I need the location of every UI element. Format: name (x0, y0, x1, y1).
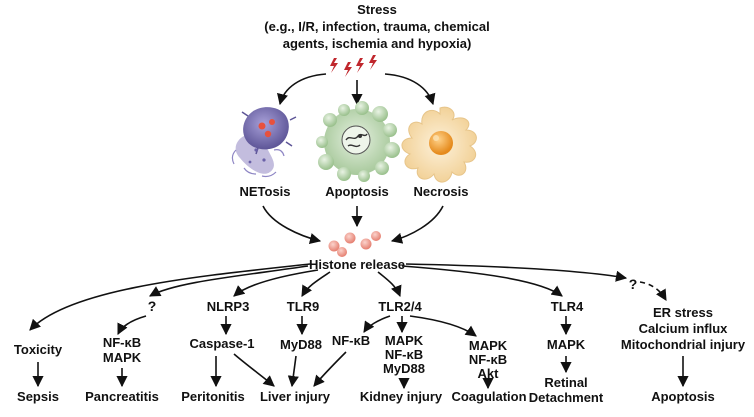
kidney-mediator-1: MAPK (385, 333, 424, 348)
apoptosis-cell-icon (316, 101, 400, 182)
pancreatitis-mediator-2: MAPK (103, 350, 142, 365)
arrow-histone-toxicity (29, 263, 311, 331)
tlr24-label: TLR2/4 (378, 299, 422, 314)
necrosis-cell-icon (401, 106, 477, 183)
arrow-tlr24-coag (409, 315, 477, 337)
histone-particles-icon (328, 231, 381, 257)
coag-mediator-3: Akt (478, 366, 500, 381)
arrow-histone-nlrp3 (233, 269, 319, 297)
arrow-tlr24-nfkb (363, 315, 391, 333)
kidney-mediator-2: NF-κB (385, 347, 423, 362)
mapk-label: MAPK (547, 337, 586, 352)
coag-mediator-2: NF-κB (469, 352, 507, 367)
stress-examples-line2: agents, ischemia and hypoxia) (283, 36, 472, 51)
arrow-histone-tlr4 (401, 265, 563, 297)
pancreatitis-mediator-1: NF-κB (103, 335, 141, 350)
histone-release-label: Histone release (309, 257, 405, 272)
unknown-left-label: ? (148, 298, 157, 314)
peritonitis-label: Peritonitis (181, 389, 245, 404)
stress-title: Stress (357, 2, 397, 17)
mitochondrial-injury-label: Mitochondrial injury (621, 337, 746, 352)
tlr9-label: TLR9 (287, 299, 320, 314)
retinal-label-2: Detachment (529, 390, 604, 405)
arrow-necrosis-histone (390, 205, 444, 244)
nfkb-label: NF-κB (332, 333, 370, 348)
liver-injury-label: Liver injury (260, 389, 331, 404)
sepsis-label: Sepsis (17, 389, 59, 404)
arrow-caspase-liver (233, 353, 275, 387)
er-stress-label: ER stress (653, 305, 713, 320)
arrow-unknown-nfkb-mapk (117, 315, 147, 336)
apoptosis-label: Apoptosis (325, 184, 389, 199)
myd88-label: MyD88 (280, 337, 322, 352)
stress-examples-line1: (e.g., I/R, infection, trauma, chemical (264, 19, 489, 34)
coag-mediator-1: MAPK (469, 338, 508, 353)
calcium-influx-label: Calcium influx (639, 321, 729, 336)
arrow-histone-unknown-right (405, 263, 628, 282)
tlr4-label: TLR4 (551, 299, 584, 314)
retinal-label-1: Retinal (544, 375, 587, 390)
coagulation-label: Coagulation (451, 389, 526, 404)
arrow-myd88-liver (287, 355, 299, 388)
arrow-nfkb-liver (313, 351, 347, 387)
nlrp3-label: NLRP3 (207, 299, 250, 314)
apoptosis-outcome-label: Apoptosis (651, 389, 715, 404)
netosis-label: NETosis (239, 184, 290, 199)
lightning-icon (330, 55, 377, 77)
arrow-histone-er-stress (639, 281, 667, 301)
unknown-right-label: ? (629, 276, 638, 292)
arrow-stress-necrosis (384, 73, 436, 106)
arrow-stress-netosis (277, 73, 327, 106)
arrow-netosis-histone (262, 205, 322, 244)
necrosis-label: Necrosis (414, 184, 469, 199)
pancreatitis-label: Pancreatitis (85, 389, 159, 404)
netosis-cell-icon (231, 107, 297, 178)
arrow-histone-tlr24 (377, 271, 402, 298)
toxicity-label: Toxicity (14, 342, 63, 357)
kidney-injury-label: Kidney injury (360, 389, 443, 404)
arrow-histone-unknown-left (149, 265, 309, 297)
arrow-histone-tlr9 (301, 271, 331, 297)
kidney-mediator-3: MyD88 (383, 361, 425, 376)
caspase1-label: Caspase-1 (189, 336, 254, 351)
